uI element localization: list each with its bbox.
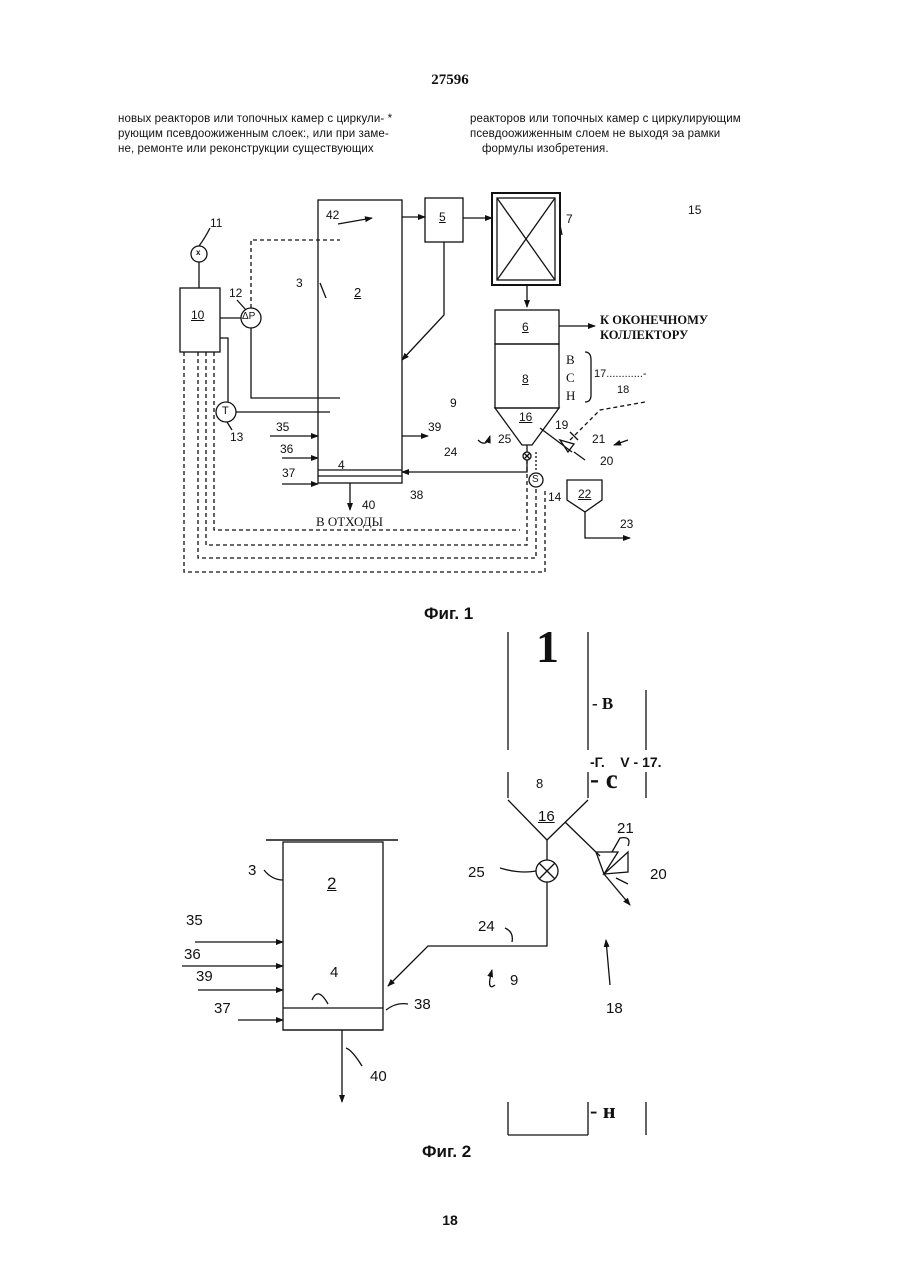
fig1-label-10: 10 xyxy=(191,308,204,322)
fig1-label-23: 23 xyxy=(620,517,633,531)
fig1-symbol-t: T xyxy=(222,405,229,417)
fig2-label-20: 20 xyxy=(650,866,667,883)
fig1-label-2: 2 xyxy=(354,285,361,300)
fig1-label-11: 11 xyxy=(210,216,222,230)
fig1-label-17: 17............- xyxy=(594,368,647,380)
fig1-label-40: 40 xyxy=(362,498,375,512)
fig2-label-3: 3 xyxy=(248,862,256,879)
page-number: 18 xyxy=(0,1212,900,1228)
fig1-zone-b: B xyxy=(566,352,575,368)
fig1-label-5: 5 xyxy=(439,210,446,224)
fig2-label-38: 38 xyxy=(414,996,431,1013)
fig1-label-12: 12 xyxy=(229,286,242,300)
figure-2 xyxy=(182,632,646,1135)
fig2-label-40: 40 xyxy=(370,1068,387,1085)
fig2-label-18: 18 xyxy=(606,1000,623,1017)
fig2-label-2: 2 xyxy=(327,874,336,894)
fig1-label-42: 42 xyxy=(326,208,339,222)
fig1-label-19: 19 xyxy=(555,418,568,432)
fig1-label-4: 4 xyxy=(338,458,345,472)
fig2-label-16: 16 xyxy=(538,808,555,825)
fig1-waste-label: В ОТХОДЫ xyxy=(316,514,383,530)
fig2-label-24: 24 xyxy=(478,918,495,935)
fig1-label-3: 3 xyxy=(296,276,303,290)
reactor-body xyxy=(283,842,383,1030)
figure-1 xyxy=(180,193,645,572)
fig2-caption: Фиг. 2 xyxy=(422,1142,471,1162)
fig1-label-14: 14 xyxy=(548,490,561,504)
fig2-label-21: 21 xyxy=(617,820,634,837)
fig2-label-37: 37 xyxy=(214,1000,231,1017)
fig1-label-24: 24 xyxy=(444,445,457,459)
fig2-zone-c: - с xyxy=(590,764,618,795)
fig1-label-35: 35 xyxy=(276,420,289,434)
fig2-zone-h: - н xyxy=(590,1098,616,1124)
fig1-label-37: 37 xyxy=(282,466,295,480)
fig1-label-25: 25 xyxy=(498,432,511,446)
fig2-label-36: 36 xyxy=(184,946,201,963)
fig1-symbol-x: x xyxy=(196,248,200,257)
fig1-label-36: 36 xyxy=(280,442,293,456)
fig1-label-21: 21 xyxy=(592,432,605,446)
fig1-label-38: 38 xyxy=(410,488,423,502)
fig1-symbol-dp: ΔP xyxy=(242,311,255,322)
fig1-label-39: 39 xyxy=(428,420,441,434)
fig1-label-9: 9 xyxy=(450,396,457,410)
fig1-symbol-s: S xyxy=(532,474,539,485)
fig1-label-16: 16 xyxy=(519,410,532,424)
fig1-label-18: 18 xyxy=(617,384,629,396)
fig2-label-35: 35 xyxy=(186,912,203,929)
fig1-zone-c: C xyxy=(566,370,575,386)
fig1-zone-h: H xyxy=(566,388,575,404)
fig2-label-8: 8 xyxy=(536,776,543,791)
fig1-label-13: 13 xyxy=(230,430,243,444)
fig1-label-7: 7 xyxy=(566,212,573,226)
fig1-label-22: 22 xyxy=(578,487,591,501)
fig1-label-6: 6 xyxy=(522,320,529,334)
fig1-caption: Фиг. 1 xyxy=(424,604,473,624)
reactor-chamber xyxy=(318,200,402,483)
fig1-collector-line-2: КОЛЛЕКТОРУ xyxy=(600,328,688,343)
fig2-big-one: 1 xyxy=(536,620,559,673)
fig1-label-20: 20 xyxy=(600,454,613,468)
fig2-label-9: 9 xyxy=(510,972,518,989)
fig2-label-4: 4 xyxy=(330,964,338,981)
fig2-zone-b: - В xyxy=(592,694,613,714)
fig1-label-8: 8 xyxy=(522,372,529,386)
fig2-label-25: 25 xyxy=(468,864,485,881)
fig1-collector-line-1: К ОКОНЕЧНОМУ xyxy=(600,313,708,328)
fig2-label-39: 39 xyxy=(196,968,213,985)
